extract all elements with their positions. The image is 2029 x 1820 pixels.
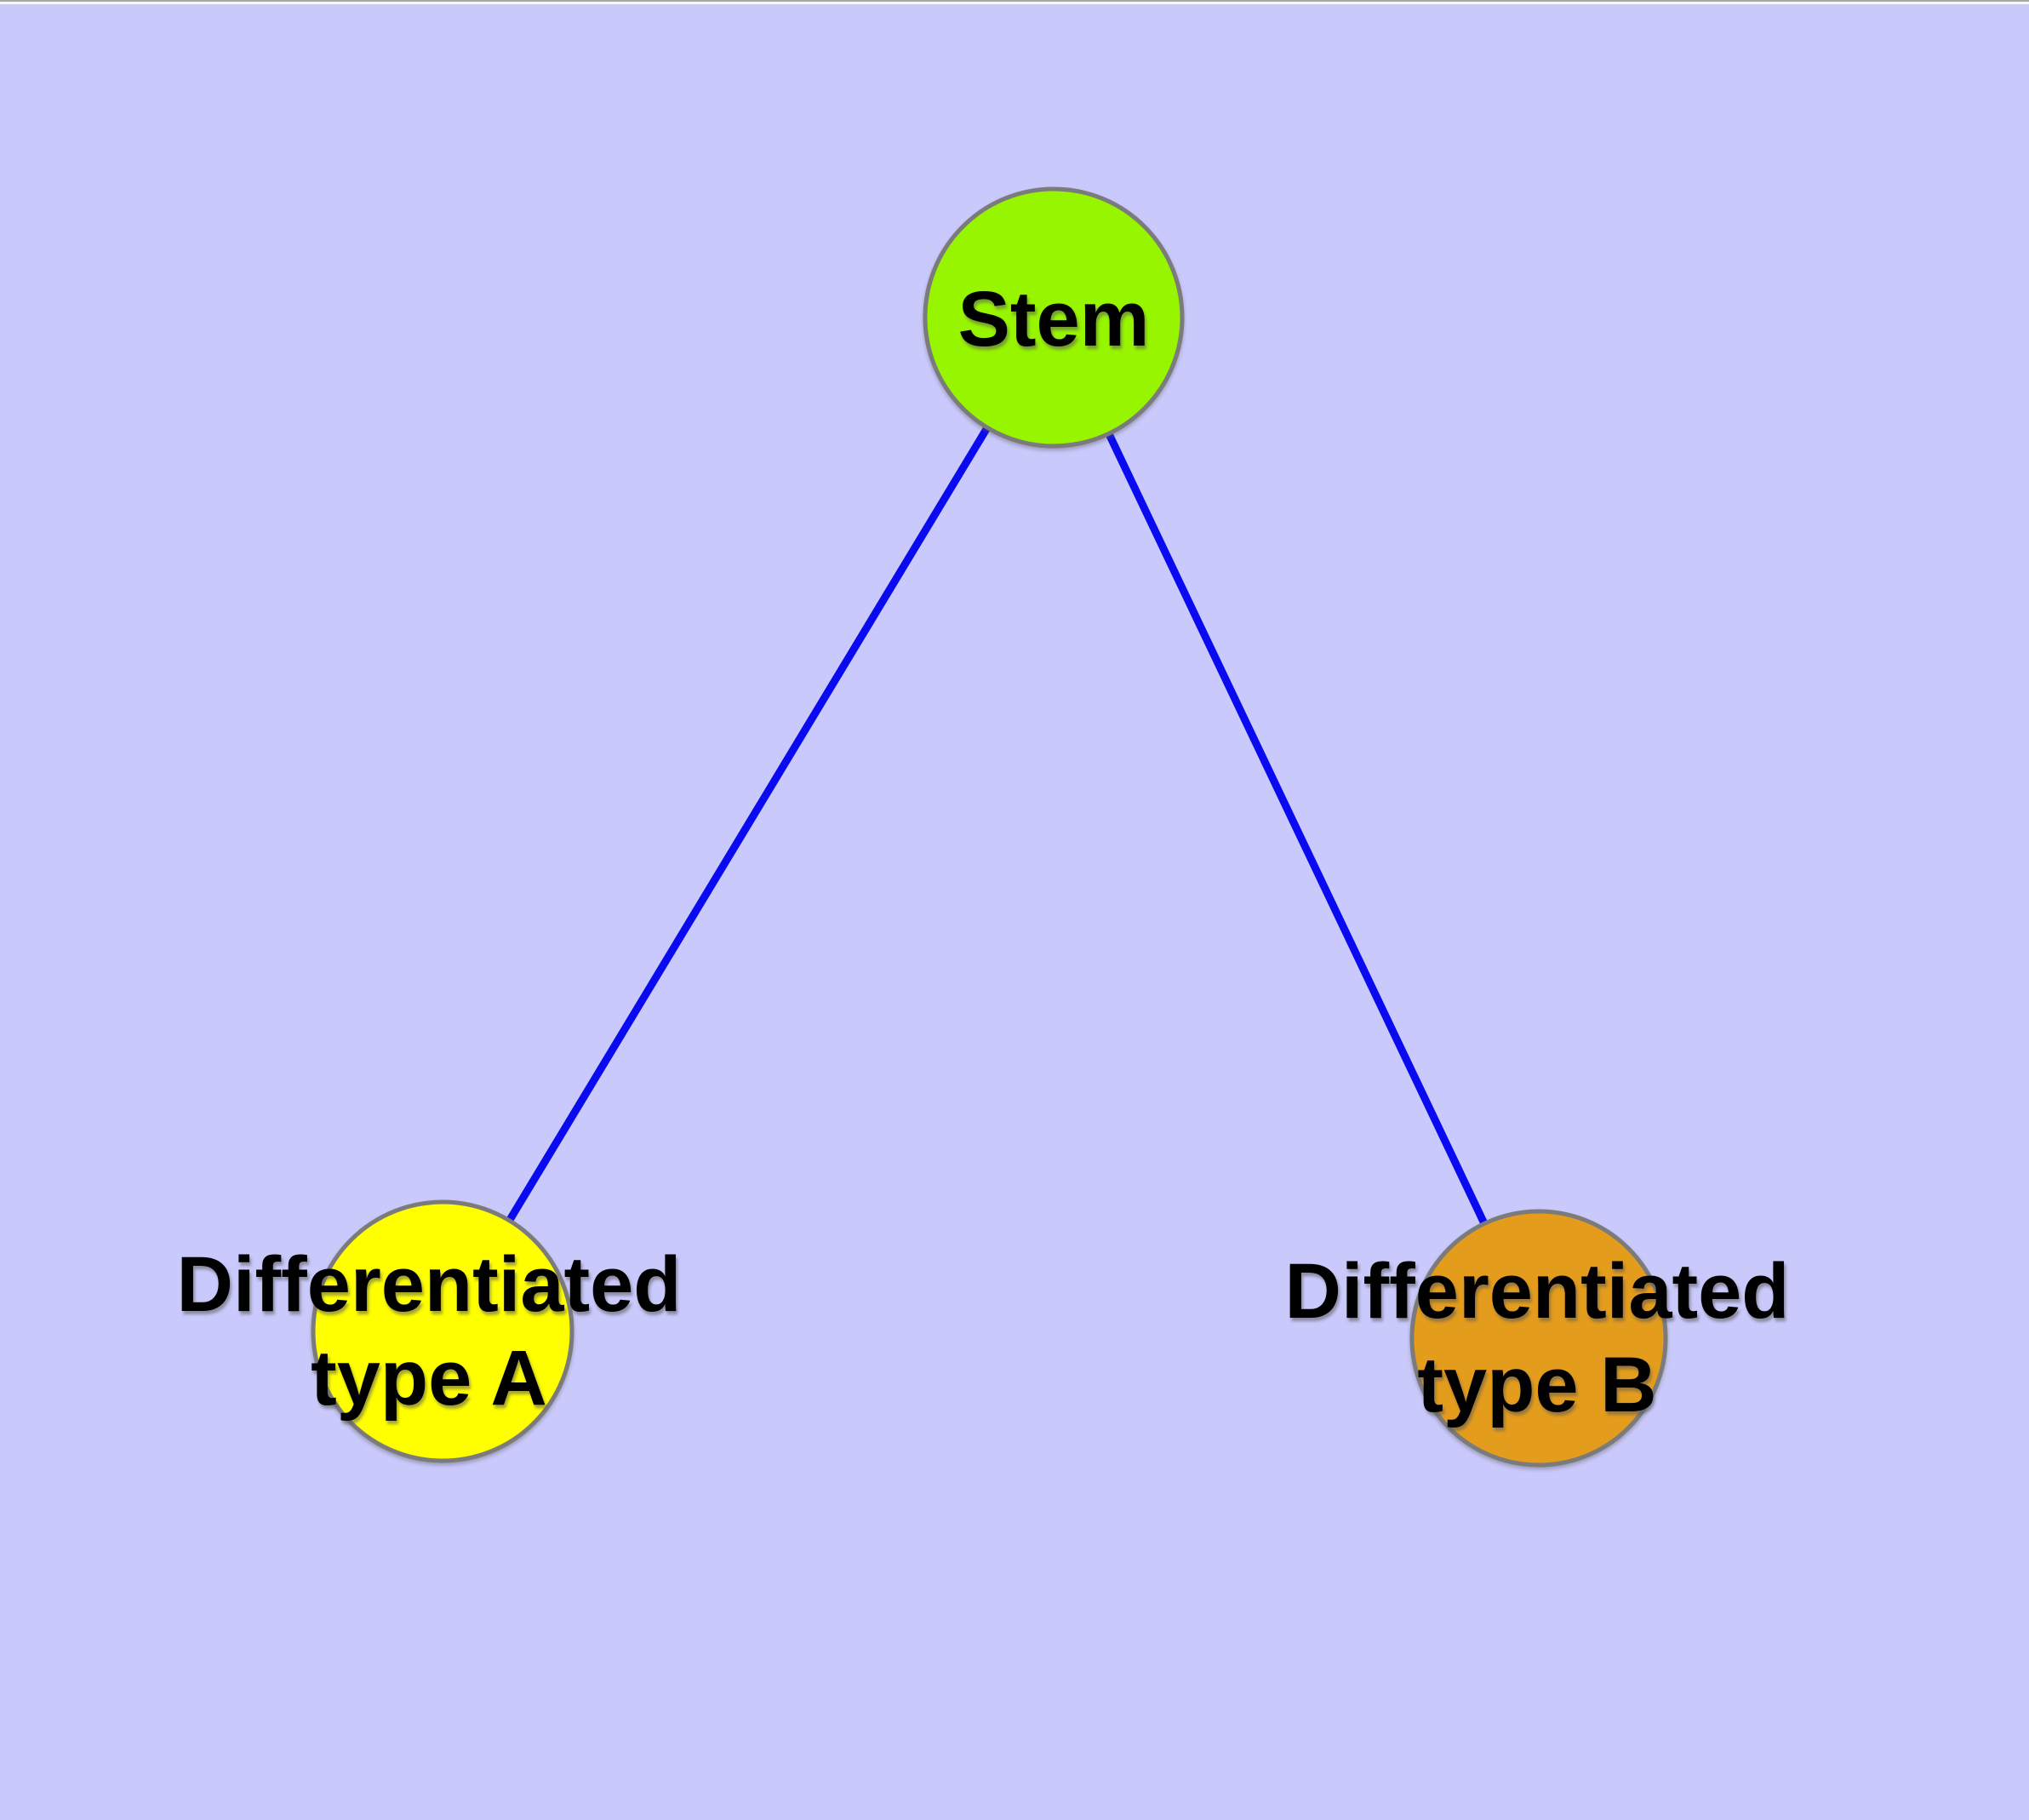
node-stem-circle [923,186,1185,449]
node-type-a-label-line1: Differentiated [177,1241,682,1328]
edge-stem-to-type-b [1049,316,1543,1340]
edge-stem-to-type-a [439,315,1057,1334]
top-edge-strip [0,0,2029,4]
node-type-b-label-line1: Differentiated [1285,1248,1790,1335]
node-type-a-circle [311,1199,574,1463]
node-type-b-label-line2: type B [1417,1342,1656,1428]
node-stem-label: Stem [958,276,1150,363]
node-type-b-circle [1409,1209,1668,1468]
node-type-a-label-line2: type A [311,1335,547,1422]
